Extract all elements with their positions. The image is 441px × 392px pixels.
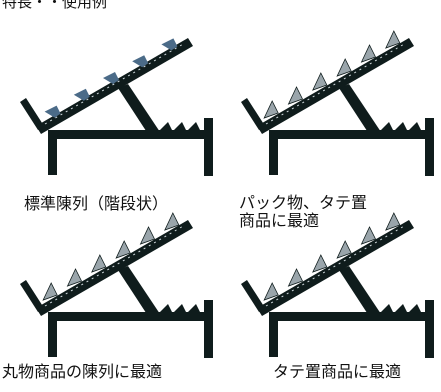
display-rack-panel-2: パック物、タテ置 商品に最適 (221, 20, 441, 230)
spike-icon (312, 254, 328, 273)
rack-frame (241, 220, 434, 358)
hook-icon (103, 72, 119, 84)
spike-icon (385, 30, 401, 49)
spike-icon (42, 282, 58, 301)
caption-vertical-items: タテ置商品に最適 (273, 362, 402, 381)
rack-frame (20, 220, 213, 358)
rack-diagram-4 (241, 212, 434, 358)
spike-icon (115, 240, 131, 259)
hook-icon (132, 55, 149, 68)
spike-icon (385, 212, 401, 231)
spike-icon (164, 212, 180, 231)
rack-diagram-1 (20, 38, 213, 176)
caption-pack-vertical-line1: パック物、タテ置 (239, 193, 368, 212)
page-title: 特長・・使用例 (2, 0, 108, 11)
caption-pack-vertical-line2: 商品に最適 (239, 211, 320, 230)
spike-row (42, 212, 180, 301)
spike-icon (66, 268, 83, 287)
caption-standard-display: 標準陳列（階段状） (24, 194, 169, 213)
hook-row (44, 38, 178, 118)
spike-icon (360, 226, 377, 245)
display-rack-panel-4: タテ置商品に最適 (221, 202, 441, 392)
spike-icon (336, 58, 352, 77)
spike-icon (336, 240, 352, 259)
hook-icon (44, 105, 61, 118)
rack-frame (241, 38, 434, 176)
hook-icon (161, 38, 178, 51)
spike-icon (287, 268, 304, 287)
caption-round-items: 丸物商品の陳列に最適 (2, 362, 163, 381)
spike-icon (263, 100, 279, 119)
spike-icon (287, 86, 304, 105)
hook-icon (73, 88, 90, 101)
rack-frame (20, 38, 213, 176)
spike-icon (263, 282, 279, 301)
spike-row (263, 212, 401, 301)
display-rack-panel-1: 標準陳列（階段状） (0, 20, 220, 213)
rack-diagram-2 (241, 30, 434, 176)
spike-row (263, 30, 401, 119)
spike-icon (360, 44, 377, 63)
rack-diagram-3 (20, 212, 213, 358)
display-rack-panel-3: 丸物商品の陳列に最適 (0, 202, 220, 392)
spike-icon (139, 226, 156, 245)
spike-icon (91, 254, 107, 273)
spike-icon (312, 72, 328, 91)
